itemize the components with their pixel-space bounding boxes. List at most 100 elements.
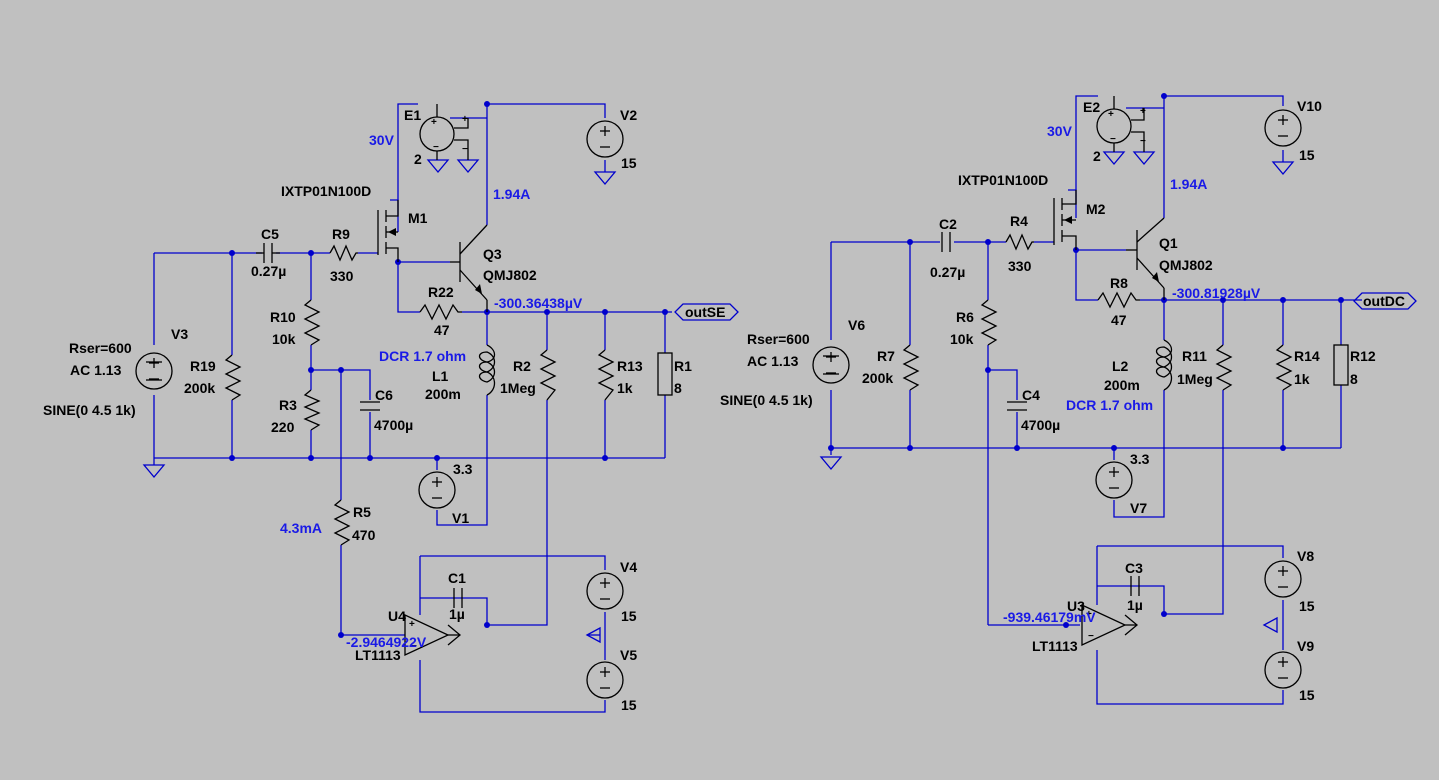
ground-icon (1272, 161, 1294, 175)
u4-label: U4 (388, 608, 406, 624)
v2-source[interactable]: V2 15 (586, 107, 637, 171)
r4-resistor[interactable]: R4 330 (1005, 213, 1034, 274)
r22-resistor[interactable]: R22 47 (419, 284, 462, 338)
r19-value: 200k (184, 380, 215, 396)
r10-resistor[interactable]: R10 10k (270, 299, 321, 347)
ground-icon (1262, 616, 1278, 634)
v3-sine: SINE(0 4.5 1k) (43, 402, 136, 418)
r1-resistor[interactable]: R1 8 (657, 352, 692, 396)
v5-label: V5 (620, 647, 637, 663)
r6-resistor[interactable]: R6 10k (950, 299, 998, 347)
e2-label: E2 (1083, 99, 1100, 115)
v5-value: 15 (621, 697, 637, 713)
v10-source[interactable]: V10 15 (1264, 98, 1322, 163)
r2-value: 1Meg (500, 380, 536, 396)
out-se-port[interactable]: outSE (674, 303, 739, 321)
l2-inductor[interactable]: L2 200m DCR 1.7 ohm (1066, 339, 1173, 413)
c5-capacitor[interactable]: C5 0.27µ (251, 226, 286, 279)
c3-value: 1µ (1127, 597, 1143, 613)
r10-value: 10k (272, 331, 296, 347)
v2-label: V2 (620, 107, 637, 123)
r14-label: R14 (1294, 348, 1320, 364)
c4-capacitor[interactable]: C4 4700µ (1007, 387, 1060, 433)
u3-voltage-annotation: -939.46179mV (1003, 609, 1096, 625)
out-se-voltage-annotation: -300.36438µV (494, 295, 583, 311)
r9-resistor[interactable]: R9 330 (329, 226, 358, 284)
v7-label: V7 (1130, 500, 1147, 516)
c3-label: C3 (1125, 560, 1143, 576)
v1-value: 3.3 (453, 461, 473, 477)
u4-model: LT1113 (355, 647, 401, 663)
r4-label: R4 (1010, 213, 1028, 229)
r2-resistor[interactable]: R2 1Meg (500, 349, 557, 401)
out-dc-voltage-annotation: -300.81928µV (1172, 285, 1261, 301)
c6-capacitor[interactable]: C6 4700µ (360, 387, 413, 433)
svg-text:−: − (411, 641, 417, 652)
m1-mosfet[interactable]: IXTP01N100D M1 (281, 183, 428, 262)
v6-ac: AC 1.13 (747, 353, 799, 369)
r22-label: R22 (428, 284, 454, 300)
r10-label: R10 (270, 309, 296, 325)
v1-source[interactable]: 3.3 V1 (418, 461, 473, 526)
r14-resistor[interactable]: R14 1k (1275, 344, 1320, 391)
v1-label: V1 (452, 510, 469, 526)
r2-label: R2 (513, 358, 531, 374)
svg-text:−: − (1088, 631, 1094, 642)
r11-resistor[interactable]: R11 1Meg (1177, 344, 1233, 391)
q3-transistor[interactable]: Q3 QMJ802 (450, 224, 537, 312)
r13-resistor[interactable]: R13 1k (597, 349, 643, 401)
l1-dcr: DCR 1.7 ohm (379, 348, 466, 364)
m2-label: M2 (1086, 201, 1106, 217)
r19-label: R19 (190, 358, 216, 374)
r3-label: R3 (279, 397, 297, 413)
r7-resistor[interactable]: R7 200k (862, 344, 920, 391)
r5-value: 470 (352, 527, 376, 543)
r8-resistor[interactable]: R8 47 (1097, 275, 1140, 328)
r12-resistor[interactable]: R12 8 (1333, 344, 1376, 387)
ground-icon (820, 456, 842, 470)
m2-mosfet[interactable]: IXTP01N100D M2 (958, 172, 1106, 250)
r4-value: 330 (1008, 258, 1032, 274)
r14-value: 1k (1294, 371, 1310, 387)
out-dc-port[interactable]: outDC (1353, 292, 1417, 310)
r5-resistor[interactable]: R5 470 (333, 499, 376, 546)
ground-icon (1103, 151, 1125, 165)
c4-label: C4 (1022, 387, 1040, 403)
c1-capacitor[interactable]: C1 1µ (448, 570, 466, 622)
r13-label: R13 (617, 358, 643, 374)
svg-text:−: − (462, 144, 468, 155)
e2-source[interactable]: +− +− E2 2 (1083, 96, 1146, 164)
r1-label: R1 (674, 358, 692, 374)
v6-source[interactable]: Rser=600 AC 1.13 V6 SINE(0 4.5 1k) (720, 317, 865, 408)
v9-source[interactable]: V9 15 (1264, 638, 1315, 703)
r3-resistor[interactable]: R3 220 (271, 389, 321, 435)
r22-value: 47 (434, 322, 450, 338)
c3-capacitor[interactable]: C3 1µ (1125, 560, 1143, 613)
e1-source[interactable]: +− +− E1 2 (404, 104, 469, 167)
v5-source[interactable]: V5 15 (586, 647, 637, 713)
v4-source[interactable]: V4 15 (586, 559, 637, 624)
u3-opamp[interactable]: + − U3 LT1113 -939.46179mV (1003, 598, 1139, 654)
v8-source[interactable]: V8 15 (1264, 548, 1315, 614)
q3-current-annotation: 1.94A (493, 186, 530, 202)
left-circuit: +− +− E1 2 30V V2 15 IXTP01N100D (43, 101, 739, 713)
r19-resistor[interactable]: R19 200k (184, 354, 242, 401)
u4-opamp[interactable]: + − U4 LT1113 -2.9464922V (346, 608, 462, 663)
v10-value: 15 (1299, 147, 1315, 163)
v7-source[interactable]: 3.3 V7 (1095, 451, 1150, 516)
v2-value: 15 (621, 155, 637, 171)
q3-label: Q3 (483, 246, 502, 262)
ground-icon (585, 626, 601, 644)
left-junctions (229, 101, 668, 638)
l1-inductor[interactable]: DCR 1.7 ohm L1 200m (379, 344, 496, 402)
v10-label: V10 (1297, 98, 1322, 114)
c2-capacitor[interactable]: C2 0.27µ (930, 216, 965, 280)
v3-source[interactable]: Rser=600 AC 1.13 V3 SINE(0 4.5 1k) (43, 326, 188, 418)
c5-value: 0.27µ (251, 263, 286, 279)
c2-value: 0.27µ (930, 264, 965, 280)
e1-voltage-annotation: 30V (369, 132, 395, 148)
q1-transistor[interactable]: Q1 QMJ802 (1126, 217, 1213, 300)
q1-current-annotation: 1.94A (1170, 176, 1207, 192)
svg-text:+: + (1086, 609, 1092, 620)
